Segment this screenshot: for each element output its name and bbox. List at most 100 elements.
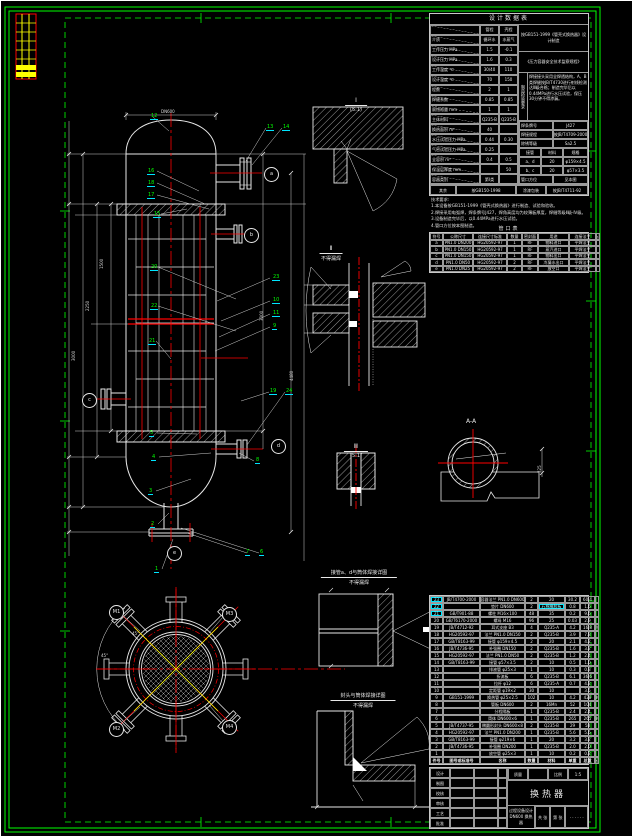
dimension-text: 1500 <box>99 258 104 269</box>
table-cell: 18 <box>430 631 443 638</box>
dimension-text: 325 <box>537 465 542 473</box>
table-cell: 2 <box>525 596 538 603</box>
table-cell <box>474 818 498 828</box>
table-cell <box>443 687 480 694</box>
table-cell: -0.1 <box>499 44 518 55</box>
item-balloon: 22 <box>150 303 159 310</box>
table-cell: 2 <box>525 701 538 708</box>
nozzle-tag: M4 <box>222 720 237 735</box>
table-cell: 见本图 <box>553 175 588 184</box>
item-balloon: 5 <box>149 430 155 437</box>
nozzle-tag: b <box>244 228 259 243</box>
weld-detail-2-title: 封头与筒体焊接详图 不得漏焊 <box>330 682 396 709</box>
item-balloon: 2 <box>150 521 156 528</box>
plan-view <box>95 587 345 753</box>
table-cell: 气密试验压力 MPa <box>430 144 480 155</box>
table-cell <box>443 673 480 680</box>
table-cell: 48 <box>525 610 538 617</box>
item-balloon: 15 <box>153 211 162 218</box>
table-cell: 2.4 <box>565 708 580 715</box>
table-cell: 放空管 φ25×3 <box>480 750 525 757</box>
table-cell: 总重 <box>580 757 595 764</box>
table-cell: 4 <box>525 624 538 631</box>
table-cell: 耳式支座 B3 <box>480 624 525 631</box>
nozzle-tag: d <box>271 439 286 454</box>
table-cell: 2 <box>525 722 538 729</box>
table-cell <box>565 687 580 694</box>
table-cell: 设计 <box>430 768 450 778</box>
table-cell <box>498 768 507 778</box>
table-row: 介质循环水水蒸气 <box>430 34 518 45</box>
table-cell: 30 <box>525 687 538 694</box>
table-cell: 0.44 <box>480 134 499 145</box>
scale-label: 比例 <box>548 768 568 780</box>
dimension-lines <box>66 112 306 561</box>
table-cell <box>474 808 498 818</box>
table-cell: 设计压力 MPa <box>430 54 480 65</box>
table-row: 校核 <box>430 788 507 798</box>
table-cell: 焊接规程 <box>519 130 553 139</box>
table-cell: 批准 <box>430 818 450 828</box>
table-cell: 校核 <box>430 788 450 798</box>
table-cell: 焊缝系数 <box>430 94 480 105</box>
table-cell: e <box>430 265 443 272</box>
table-cell <box>595 687 599 694</box>
item-balloon: 19 <box>269 388 278 395</box>
table-cell: 接管 φ159×4.5 <box>480 638 525 645</box>
table-cell: 1 <box>525 736 538 743</box>
table-cell: 30/40 <box>480 64 499 75</box>
project-name: 过程设备设计 DN600 换热器 <box>508 806 536 828</box>
table-cell <box>443 666 480 673</box>
table-cell: 工作温度 ℃ <box>430 64 480 75</box>
table-cell: 图号或标准号 <box>443 757 480 764</box>
table-cell: 15 <box>430 652 443 659</box>
table-cell: 分程隔板 <box>480 708 525 715</box>
table-cell: 2.4 <box>580 708 595 715</box>
nozzle-tag: e <box>167 546 182 561</box>
table-cell: 6 <box>525 673 538 680</box>
table-cell <box>430 25 480 35</box>
table-cell: 其余 <box>430 185 456 195</box>
table-cell: 3.2 <box>565 736 580 743</box>
table-cell: 1 <box>525 743 538 750</box>
zone-strip <box>15 13 37 80</box>
table-cell: Q235-B <box>538 708 565 715</box>
table-cell: 法兰 PN1.0 DN150 <box>480 631 525 638</box>
fabrication-requirements: 焊接接头采用全焊透结构，A、B类焊缝按JB/T4730进行射线检测达Ⅲ级合格；制… <box>529 74 587 101</box>
table-cell: 10 <box>538 694 565 701</box>
table-cell: 4.2 <box>565 694 580 701</box>
table-cell: 腐蚀裕量 mm <box>430 104 480 115</box>
table-cell: 物料出口 <box>538 252 569 259</box>
dimension-text: 2250 <box>85 300 90 311</box>
table-cell: 设计温度 ℃ <box>430 74 480 85</box>
nozzle-tag: M3 <box>222 607 237 622</box>
project-line-2: DN600 换热器 <box>509 814 533 825</box>
table-cell <box>498 788 507 798</box>
table-cell: 16Mn <box>538 701 565 708</box>
table-cell: 9 <box>430 694 443 701</box>
table-cell: HG20592-97 <box>473 259 507 266</box>
table-cell: 垫片 DN600 <box>480 603 525 610</box>
table-row: 工艺 <box>430 808 507 818</box>
detail-III-label: Ⅲ <box>343 443 369 452</box>
table-cell: HG20592-97 <box>473 246 507 253</box>
table-cell: 筒体 DN600×6 <box>480 715 525 722</box>
table-cell: 备注 <box>596 233 600 240</box>
table-cell: HG20592-97 <box>443 729 480 736</box>
table-cell <box>595 680 599 687</box>
table-cell: 9.6 <box>580 610 595 617</box>
table-cell: 1 <box>507 246 522 253</box>
table-cell: 接管 φ219×6 <box>480 736 525 743</box>
table-cell: 17 <box>430 638 443 645</box>
table-cell <box>480 164 499 175</box>
table-cell: 30.2 <box>565 596 580 603</box>
table-cell: 5 <box>430 722 443 729</box>
table-cell: GB151-1999 <box>443 694 480 701</box>
table-cell: 接管 φ57×3.5 <box>480 659 525 666</box>
